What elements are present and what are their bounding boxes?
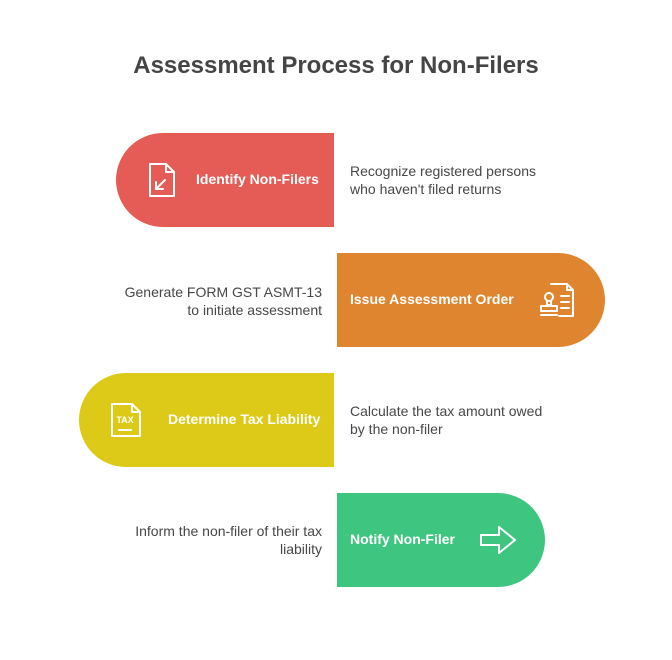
description-line: to initiate assessment (187, 302, 322, 318)
page-title: Assessment Process for Non-Filers (133, 52, 539, 79)
description-line: Calculate the tax amount owed (350, 403, 543, 419)
tax-icon-text: TAX (116, 415, 133, 425)
description-line: liability (279, 541, 322, 557)
step-label: Issue Assessment Order (350, 291, 514, 307)
step-label: Notify Non-Filer (350, 531, 455, 547)
arrow-right-icon (478, 520, 518, 560)
step-description: Generate FORM GST ASMT-13 to initiate as… (100, 283, 322, 319)
description-line: Recognize registered persons (350, 163, 536, 179)
step-notify-non-filer: Notify Non-Filer (337, 493, 545, 587)
tax-document-icon: TAX (106, 400, 146, 440)
step-label: Identify Non-Filers (196, 171, 319, 187)
description-line: by the non-filer (350, 421, 443, 437)
step-identify-non-filers: Identify Non-Filers (116, 133, 334, 227)
step-determine-tax-liability: TAX Determine Tax Liability (79, 373, 334, 467)
description-line: Generate FORM GST ASMT-13 (124, 284, 322, 300)
step-description: Inform the non-filer of their tax liabil… (90, 522, 322, 558)
step-description: Calculate the tax amount owed by the non… (350, 402, 542, 438)
step-description: Recognize registered persons who haven't… (350, 162, 536, 198)
document-arrow-icon (142, 160, 182, 200)
step-label: Determine Tax Liability (168, 411, 321, 427)
description-line: Inform the non-filer of their tax (135, 523, 322, 539)
description-line: who haven't filed returns (350, 181, 502, 197)
stamped-document-icon (537, 280, 577, 320)
step-issue-assessment-order: Issue Assessment Order (337, 253, 605, 347)
